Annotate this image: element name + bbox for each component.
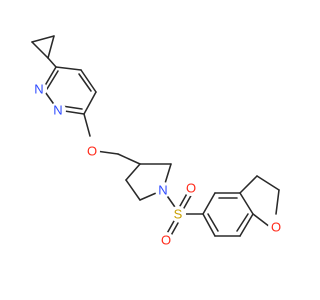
bond-dihydrofuran-3 — [275, 189, 280, 215]
nitrogen-label-1: N — [34, 82, 43, 97]
bond-benzene-6 — [202, 213, 216, 237]
molecule-structure-canvas: N N O N S O O — [31, 35, 284, 248]
sulfonyl-oxygen-bottom-atom-label: O — [158, 232, 174, 248]
bond-dihydrofuran-2 — [256, 175, 280, 191]
bond-pyridazine-6 — [55, 66, 82, 71]
sulfonyl-oxygen-top-label: O — [186, 181, 196, 196]
bond-dihydrofuran-1 — [239, 175, 258, 194]
bond-cyclopropyl-to-pyridazine — [47, 57, 57, 68]
sulfur-label: S — [174, 207, 183, 222]
sulfonyl-oxygen-top-atom-label: O — [183, 180, 199, 196]
bond-pyridazine-5 — [80, 69, 97, 93]
nitrogen-atom-label: N — [31, 81, 47, 97]
sulfonyl-oxygen-bottom-label: O — [161, 233, 171, 248]
bond-layer — [31, 35, 280, 240]
ether-oxygen-atom-label: O — [84, 143, 100, 159]
bond-pyridazine-double-a — [46, 70, 59, 90]
nitrogen-atom-label: N — [50, 102, 66, 118]
ether-oxygen-label: O — [87, 144, 97, 159]
bond-ch2-to-pyrrolidine — [117, 153, 141, 165]
bond-pyridazine-4 — [83, 91, 97, 115]
bond-cyclopropyl-left — [31, 41, 49, 59]
pyrrolidine-nitrogen-atom-label: N — [155, 182, 171, 198]
bond-benzene-double-b — [236, 213, 249, 232]
bond-pyrrolidine-5 — [125, 163, 141, 181]
bond-benzene-3 — [239, 192, 254, 215]
bond-pyrrolidine-4 — [125, 179, 141, 201]
sulfur-atom-label: S — [170, 206, 186, 222]
bond-pyridazine-to-oxygen — [83, 113, 91, 137]
bond-cyclopropyl-right — [31, 35, 55, 43]
bond-pyridazine-double-b — [61, 105, 83, 110]
atom-label-layer: N N O N S O O — [31, 81, 284, 248]
bond-dihydrofuran-4 — [252, 213, 271, 228]
bond-pyridazine-double-c — [78, 73, 92, 92]
nitrogen-label-2: N — [53, 103, 62, 118]
bond-benzene-double-c — [207, 213, 219, 232]
chemical-structure-drawing: N N O N S O O — [31, 35, 284, 248]
pyrrolidine-nitrogen-label: N — [158, 183, 167, 198]
furan-oxygen-atom-label: O — [268, 219, 284, 235]
bond-benzene-1 — [202, 192, 216, 215]
furan-oxygen-label: O — [271, 220, 281, 235]
bond-benzene-4 — [239, 213, 254, 237]
bond-cyclopropyl-base — [47, 35, 55, 59]
